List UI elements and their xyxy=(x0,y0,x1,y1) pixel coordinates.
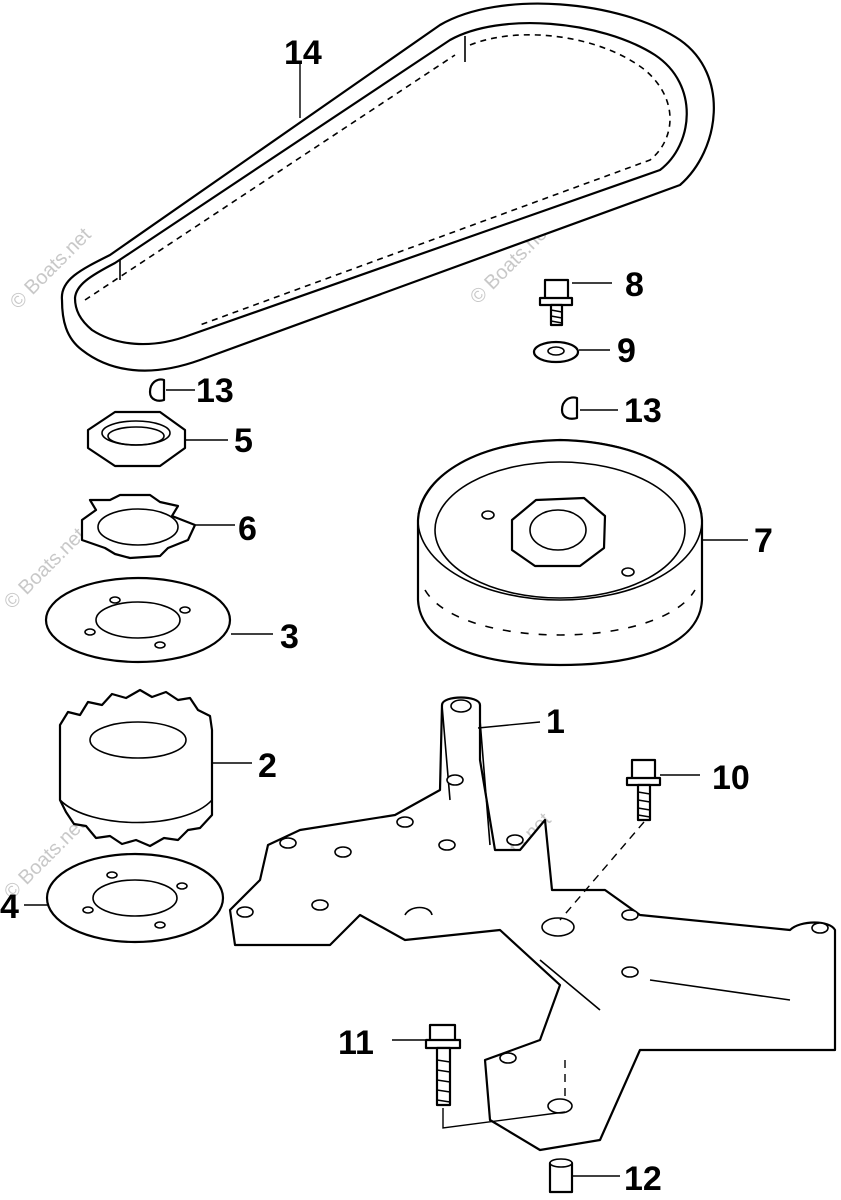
woodruff-key-right-part-13 xyxy=(560,396,579,420)
lock-washer-part-6 xyxy=(80,493,197,560)
callout-13-right: 13 xyxy=(624,392,662,430)
leader-1 xyxy=(477,721,541,729)
callout-14: 14 xyxy=(284,34,322,72)
callout-5: 5 xyxy=(234,422,253,460)
callout-9: 9 xyxy=(617,332,636,370)
bracket-part-1 xyxy=(228,696,837,1152)
assembly-line-10 xyxy=(559,821,645,921)
woodruff-key-left-part-13 xyxy=(148,378,166,402)
washer-part-9 xyxy=(532,340,580,364)
small-sprocket-part-2 xyxy=(58,688,214,848)
callout-13-left: 13 xyxy=(196,372,234,410)
dowel-pin-part-12 xyxy=(548,1158,574,1194)
timing-belt-part-14 xyxy=(60,2,715,372)
large-pulley-part-7 xyxy=(416,438,704,667)
callout-3: 3 xyxy=(280,618,299,656)
hex-nut-part-5 xyxy=(86,410,187,468)
callout-10: 10 xyxy=(712,759,750,797)
lower-flange-plate-part-4 xyxy=(45,852,225,944)
callout-7: 7 xyxy=(754,522,773,560)
bolt-part-11 xyxy=(424,1023,462,1107)
callout-1: 1 xyxy=(546,703,565,741)
bolt-part-10 xyxy=(625,758,662,822)
callout-11: 11 xyxy=(338,1024,374,1062)
callout-2: 2 xyxy=(258,747,277,785)
bolt-part-8 xyxy=(538,278,574,327)
flange-plate-part-3 xyxy=(44,576,232,664)
callout-6: 6 xyxy=(238,510,257,548)
callout-8: 8 xyxy=(625,266,644,304)
assembly-line-11 xyxy=(442,1108,566,1129)
callout-12: 12 xyxy=(624,1160,662,1198)
callout-4: 4 xyxy=(0,888,19,926)
